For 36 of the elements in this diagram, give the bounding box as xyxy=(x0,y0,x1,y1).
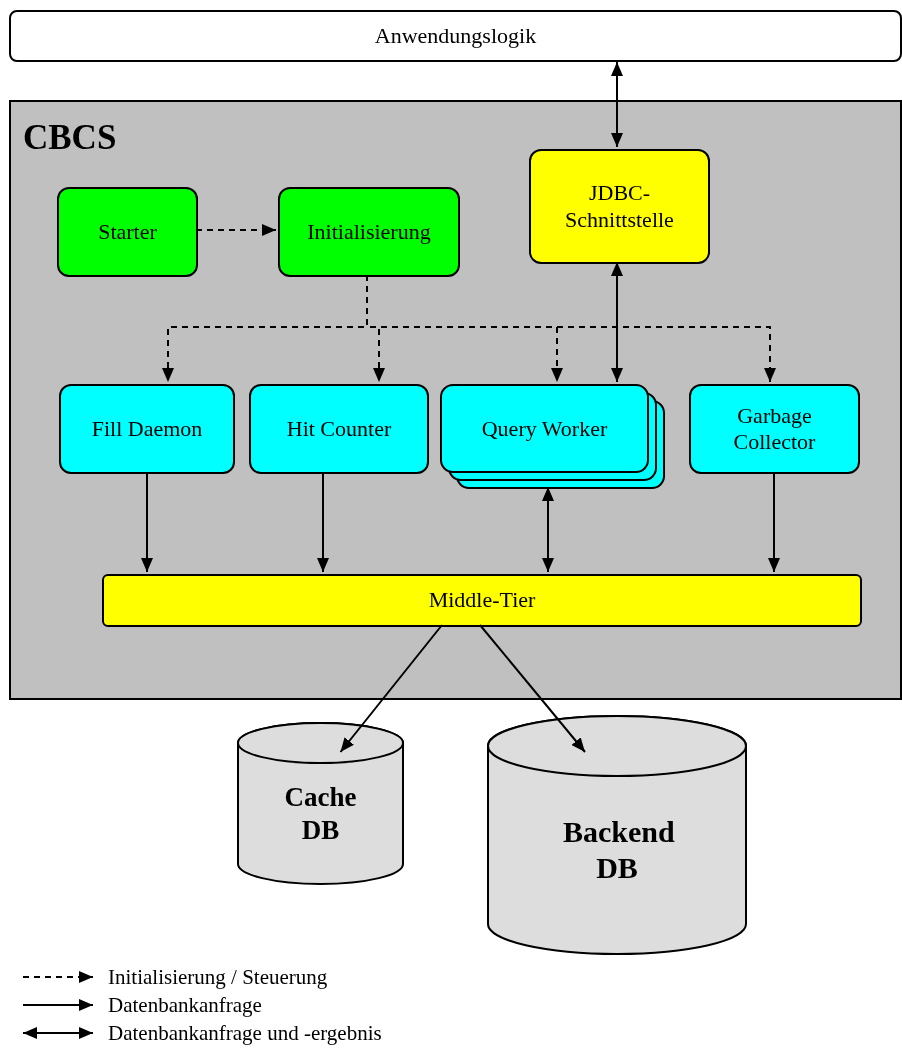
database-cylinder xyxy=(487,715,747,955)
stacked-process-box xyxy=(440,384,665,489)
interface-box xyxy=(529,149,710,264)
arrow xyxy=(141,471,153,573)
arrow xyxy=(542,486,554,573)
legend-text: Datenbankanfrage und -ergebnis xyxy=(108,1020,382,1046)
node-label: Backend DB xyxy=(562,814,675,886)
legend-text: Initialisierung / Steuerung xyxy=(108,964,328,990)
process-box xyxy=(689,384,860,474)
arrow xyxy=(479,624,586,753)
dashed-arrow xyxy=(195,224,277,236)
arrow xyxy=(611,261,623,383)
arrow xyxy=(317,471,329,573)
arrow xyxy=(768,471,780,573)
node-label: Cache DB xyxy=(283,781,358,846)
database-cylinder xyxy=(237,722,404,885)
arrow xyxy=(611,61,623,148)
node-label: Starter xyxy=(97,218,158,246)
node-label: Middle-Tier xyxy=(427,587,537,614)
system-panel xyxy=(9,100,902,700)
middle-tier-bar xyxy=(102,574,862,627)
node-label: Hit Counter xyxy=(285,415,393,443)
arrow xyxy=(339,624,443,753)
node-label: Anwendungslogik xyxy=(373,22,538,50)
panel-heading: CBCS xyxy=(23,118,117,158)
node-label: Query Worker xyxy=(480,415,609,442)
process-box xyxy=(59,384,235,474)
node-label: Garbage Collector xyxy=(732,402,817,456)
node-label: JDBC- Schnittstelle xyxy=(564,180,675,233)
legend-text: Datenbankanfrage xyxy=(108,992,262,1018)
process-box xyxy=(249,384,429,474)
application-box xyxy=(9,10,902,62)
node-label: Initialisierung xyxy=(306,218,432,246)
process-box xyxy=(278,187,460,277)
process-box xyxy=(57,187,198,277)
node-label: Fill Daemon xyxy=(90,415,204,443)
